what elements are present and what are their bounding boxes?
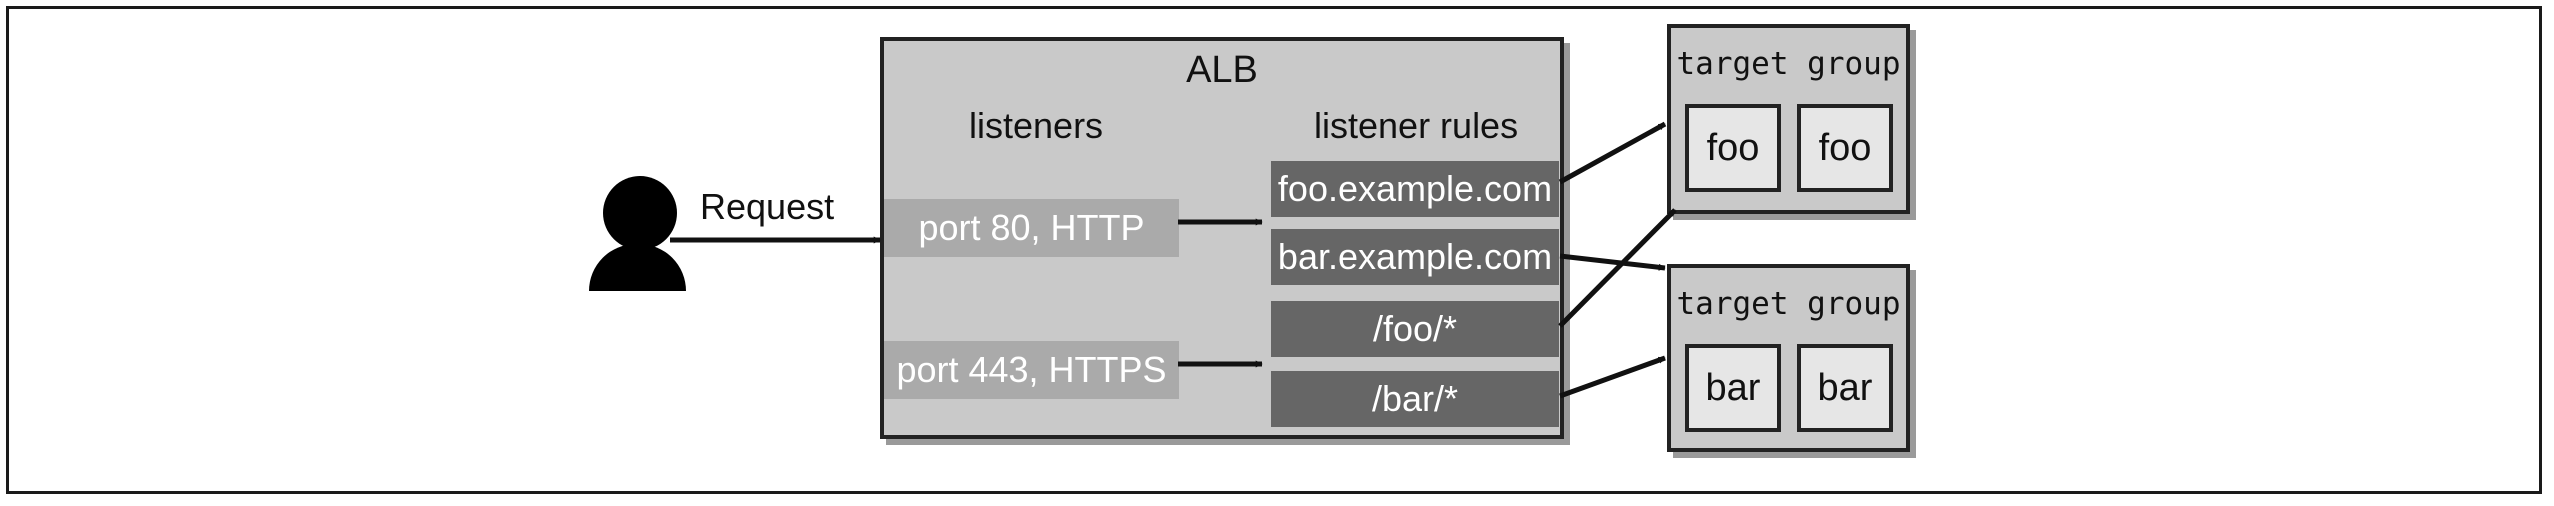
target-group-title: target group — [1676, 46, 1901, 82]
rule-foo-host: foo.example.com — [1271, 161, 1559, 217]
target-bar-2: bar — [1797, 344, 1893, 432]
target-foo-1: foo — [1685, 104, 1781, 192]
alb-title: ALB — [1186, 49, 1258, 91]
request-label: Request — [700, 186, 835, 227]
target-group-foo: target group foo foo — [1667, 24, 1910, 214]
target-group-bar: target group bar bar — [1667, 264, 1910, 452]
alb-box: ALB listeners listener rules port 80, HT… — [880, 37, 1564, 439]
rule-bar-path: /bar/* — [1271, 371, 1559, 427]
arrow-bar-path-to-tg-bar — [1559, 355, 1666, 399]
rule-foo-path: /foo/* — [1271, 301, 1559, 357]
arrow-bar-host-to-tg-bar — [1559, 253, 1666, 271]
listeners-heading: listeners — [969, 105, 1104, 146]
arrow-foo-host-to-tg-foo — [1558, 121, 1667, 185]
arrow-foo-path-to-tg-foo — [1558, 208, 1677, 328]
listener-rules-heading: listener rules — [1314, 105, 1519, 146]
target-group-title: target group — [1676, 286, 1901, 322]
diagram-frame — [6, 6, 2542, 494]
listener-port-80: port 80, HTTP — [884, 199, 1179, 257]
listener-port-443: port 443, HTTPS — [884, 341, 1179, 399]
person-icon — [603, 176, 677, 250]
target-bar-1: bar — [1685, 344, 1781, 432]
rule-bar-host: bar.example.com — [1271, 229, 1559, 285]
target-foo-2: foo — [1797, 104, 1893, 192]
